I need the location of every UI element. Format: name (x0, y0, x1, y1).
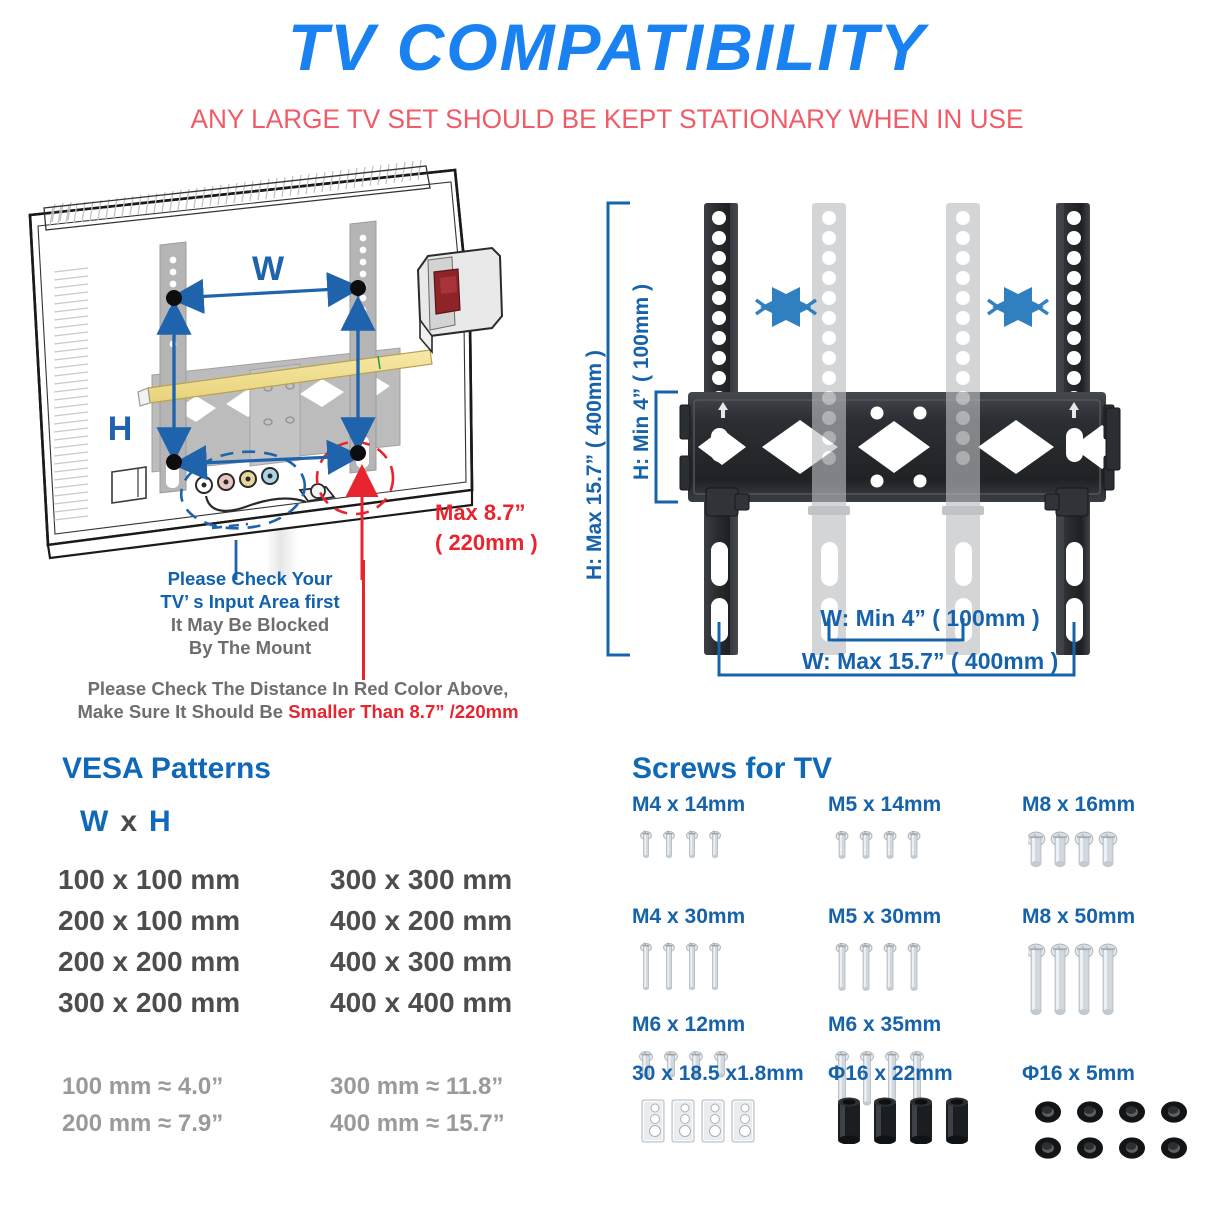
vesa-pattern-row: 400 x 300 mm (330, 946, 513, 977)
screw-group-m8-x-16mm (1026, 827, 1134, 879)
bracket-w-max-label: W: Max 15.7” ( 400mm ) (801, 648, 1059, 674)
screw-group-m8-x-50mm (1026, 939, 1134, 1027)
svg-text:W: W (252, 250, 285, 288)
page-title: TV COMPATIBILITY (287, 10, 927, 84)
screw-label--16-x-5mm: Φ16 x 5mm (1022, 1062, 1135, 1085)
screw-label--16-x-22mm: Φ16 x 22mm (828, 1062, 953, 1085)
screw-group--16-x-5mm (1030, 1096, 1204, 1179)
screw-group-m6-x-12mm (638, 1047, 748, 1091)
bracket-w-min-label: W: Min 4” ( 100mm ) (820, 605, 1040, 631)
vesa-pattern-row: 300 x 200 mm (58, 987, 241, 1018)
distance-warning-line2: Make Sure It Should Be Smaller Than 8.7”… (18, 701, 578, 724)
max-depth-line2: ( 220mm ) (435, 529, 538, 555)
vesa-pattern-row: 200 x 200 mm (58, 946, 241, 977)
max-depth-line1: Max 8.7” (435, 500, 526, 525)
screw-label-m6-x-35mm: M6 x 35mm (828, 1013, 942, 1036)
vesa-pattern-row: 400 x 400 mm (330, 987, 513, 1018)
screw-group-m4-x-30mm (638, 939, 740, 1004)
input-area-caption-line1: Please Check Your (167, 568, 333, 589)
screw-label-m5-x-14mm: M5 x 14mm (828, 793, 942, 816)
vesa-section-title: VESA Patterns (62, 752, 271, 785)
distance-warning-highlight: Smaller Than 8.7” /220mm (288, 700, 519, 722)
input-area-caption: Please Check Your TV’ s Input Area first (100, 568, 400, 613)
distance-warning-prefix: Make Sure It Should Be (77, 700, 289, 722)
wall-bracket-illustration (580, 170, 1214, 690)
distance-warning-caption: Please Check The Distance In Red Color A… (18, 678, 578, 723)
vesa-header-w: W (80, 805, 109, 838)
vesa-pattern-row: 300 x 300 mm (330, 864, 513, 895)
red-depth-leader-line (362, 560, 365, 680)
vesa-conversion-row: 300 mm ≈ 11.8” (330, 1073, 504, 1100)
screw-label-m8-x-50mm: M8 x 50mm (1022, 905, 1136, 928)
screw-group--16-x-22mm (834, 1096, 986, 1149)
screw-group-m4-x-14mm (638, 827, 740, 872)
vesa-header-h: H (149, 805, 171, 838)
screw-label-m6-x-12mm: M6 x 12mm (632, 1013, 746, 1036)
tv-rear-illustration: W H (0, 160, 600, 580)
bracket-h-max-label: H: Max 15.7” ( 400mm ) (583, 350, 606, 580)
vesa-header-x: x (120, 805, 138, 838)
blocked-caption: It May Be Blocked By The Mount (100, 614, 400, 659)
bracket-h-min-label: H: Min 4” ( 100mm ) (630, 283, 653, 480)
vesa-conversion-row: 400 mm ≈ 15.7” (330, 1110, 505, 1137)
vesa-conversion-row: 100 mm ≈ 4.0” (62, 1073, 224, 1100)
screw-group-m6-x-35mm (834, 1047, 944, 1119)
screw-label-m5-x-30mm: M5 x 30mm (828, 905, 942, 928)
screw-group-30-x-18.5-x1.8mm (638, 1096, 766, 1151)
screw-group-m5-x-14mm (834, 827, 940, 872)
screw-label-30-x-18.5-x1.8mm: 30 x 18.5 x1.8mm (632, 1062, 804, 1085)
screw-label-m8-x-16mm: M8 x 16mm (1022, 793, 1136, 816)
vesa-pattern-row: 400 x 200 mm (330, 905, 513, 936)
svg-text:H: H (108, 410, 133, 448)
vesa-conversion-row: 200 mm ≈ 7.9” (62, 1110, 224, 1137)
screw-label-m4-x-14mm: M4 x 14mm (632, 793, 746, 816)
screw-label-m4-x-30mm: M4 x 30mm (632, 905, 746, 928)
distance-warning-line1: Please Check The Distance In Red Color A… (87, 678, 509, 699)
screws-section-title: Screws for TV (632, 752, 833, 785)
blocked-caption-line1: It May Be Blocked (170, 614, 330, 635)
page-subtitle: ANY LARGE TV SET SHOULD BE KEPT STATIONA… (190, 104, 1024, 134)
vesa-pattern-row: 200 x 100 mm (58, 905, 241, 936)
input-area-caption-line2: TV’ s Input Area first (160, 590, 340, 612)
screw-group-m5-x-30mm (834, 939, 940, 1004)
vesa-pattern-row: 100 x 100 mm (58, 864, 241, 895)
blocked-caption-line2: By The Mount (188, 636, 312, 658)
max-depth-label: Max 8.7” ( 220mm ) (435, 498, 538, 557)
